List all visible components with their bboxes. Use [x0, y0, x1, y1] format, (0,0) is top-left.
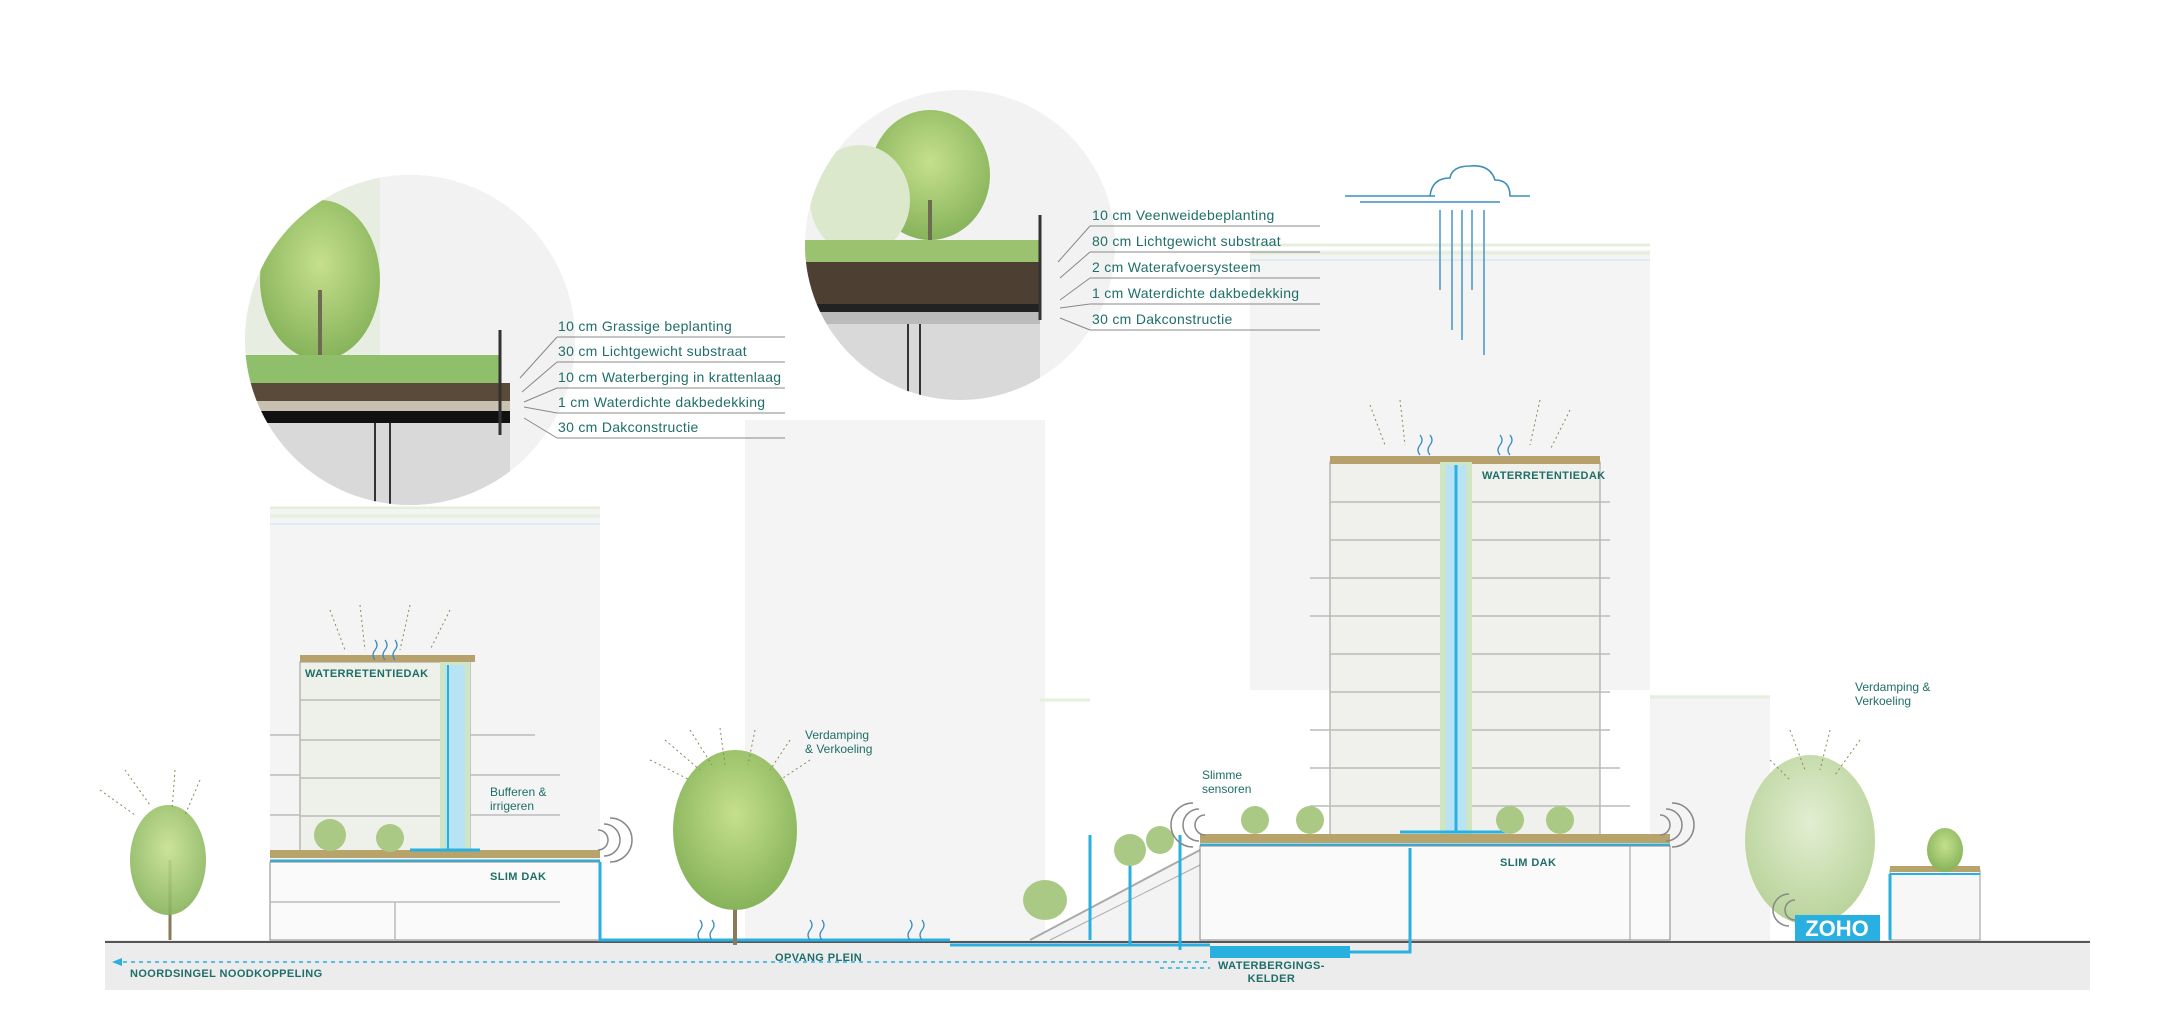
- water-network: [410, 465, 1892, 954]
- leader-lines-left: [519, 336, 785, 439]
- bufferen-label: Bufferen & irrigeren: [490, 785, 547, 813]
- ground: [105, 940, 2090, 990]
- layer-right-4: 1 cm Waterdichte dakbedekking: [1092, 285, 1300, 301]
- layer-right-1: 10 cm Veenweidebeplanting: [1092, 207, 1275, 223]
- opvang-plein-label: OPVANG PLEIN: [775, 952, 863, 964]
- slimme-sensoren-label: Slimme sensoren: [1202, 768, 1252, 796]
- waterberging-tank: [1210, 946, 1350, 958]
- sensor-signal-icons: [597, 802, 1796, 927]
- layer-left-2: 30 cm Lichtgewicht substraat: [558, 343, 747, 359]
- emergency-line: [115, 961, 1210, 969]
- rain-icon: [1439, 210, 1485, 355]
- noordsingel-label: NOORDSINGEL NOODKOPPELING: [130, 968, 323, 980]
- layer-right-5: 30 cm Dakconstructie: [1092, 311, 1233, 327]
- detail-circle-left: [245, 175, 575, 505]
- shrubs: [314, 806, 1574, 920]
- small-right-building: [1889, 866, 1981, 941]
- verdamping-label-center: Verdamping & Verkoeling: [805, 728, 873, 756]
- svg-text:ZOHO: ZOHO: [1805, 916, 1869, 941]
- slim-dak-label-right: SLIM DAK: [1500, 857, 1557, 869]
- layer-right-2: 80 cm Lichtgewicht substraat: [1092, 233, 1281, 249]
- tree-small-right: [1927, 828, 1963, 872]
- layer-left-3: 10 cm Waterberging in krattenlaag: [558, 369, 782, 385]
- layer-right-3: 2 cm Waterafvoersysteem: [1092, 259, 1261, 275]
- tree-center: [673, 750, 797, 945]
- zoho-logo: ZOHO: [1795, 915, 1880, 941]
- cloud-icon: [1345, 164, 1530, 203]
- center-steps: [1029, 849, 1201, 941]
- waterretentiedak-label-left: WATERRETENTIEDAK: [305, 668, 429, 680]
- tree-far-left: [130, 805, 206, 940]
- detail-circle-right: [805, 90, 1115, 400]
- leader-lines-right: [1057, 225, 1320, 331]
- verdamping-label-right: Verdamping & Verkoeling: [1855, 680, 1931, 708]
- waterretentiedak-label-right: WATERRETENTIEDAK: [1482, 470, 1606, 482]
- layer-left-5: 30 cm Dakconstructie: [558, 419, 699, 435]
- background-roof-bands: [270, 243, 1770, 702]
- evaporation-waves: [372, 434, 1513, 941]
- right-tower: [1199, 456, 1671, 941]
- layer-left-4: 1 cm Waterdichte dakbedekking: [558, 394, 766, 410]
- waterbergingskelder-label: WATERBERGINGS- KELDER: [1218, 960, 1325, 985]
- evaporation-marks: [99, 399, 1861, 816]
- layer-left-1: 10 cm Grassige beplanting: [558, 318, 733, 334]
- slim-dak-label-left: SLIM DAK: [490, 871, 547, 883]
